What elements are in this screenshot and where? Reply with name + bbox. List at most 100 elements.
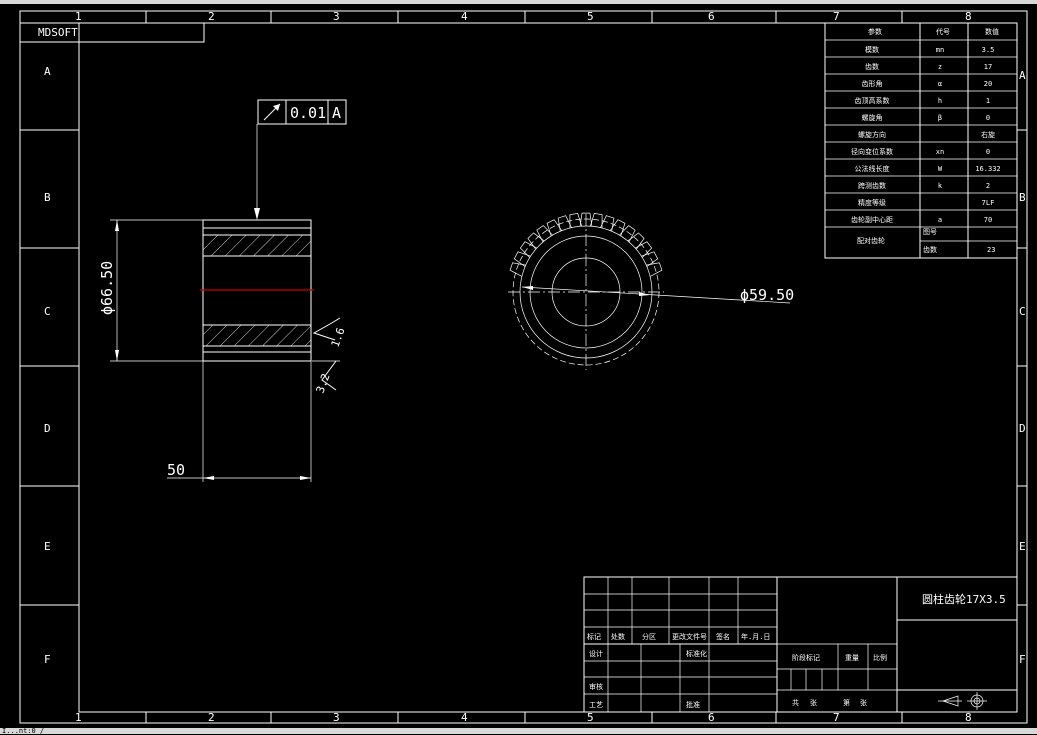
param-cell-r10-c1: a — [938, 216, 942, 224]
param-cell-r5-c0: 螺旋方向 — [858, 130, 886, 139]
gear-dim-leader — [521, 286, 791, 304]
tb-header-docno: 更改文件号 — [672, 632, 707, 641]
tb-check: 审核 — [589, 682, 603, 691]
tb-scale: 比例 — [873, 653, 887, 662]
tb-approve: 批准 — [686, 700, 700, 709]
window-top-bar — [0, 0, 1037, 4]
param-cell-r2-c2: 20 — [984, 80, 992, 88]
row-left-e: E — [44, 540, 51, 553]
roughness-symbol-2: 3.2 — [312, 360, 340, 395]
param-cell-r7-c1: W — [938, 165, 943, 173]
tolerance-frame — [257, 99, 347, 125]
tb-header-count: 处数 — [611, 632, 625, 641]
param-cell-r6-c0: 径向变位系数 — [851, 147, 893, 156]
top-zone-ticks — [145, 11, 903, 23]
hub-circle — [529, 235, 643, 349]
gear-tooth — [569, 213, 583, 228]
section-view[interactable]: 50 ϕ66.50 0.01 A 1.6 3.2 — [98, 99, 348, 482]
gear-tooth — [527, 232, 545, 250]
row-left-b: B — [44, 191, 51, 204]
param-cell-r10-c2: 70 — [984, 216, 992, 224]
width-dim-text: 50 — [167, 461, 185, 479]
col-top-5: 5 — [587, 10, 594, 23]
param-cell-r3-c2: 1 — [986, 97, 990, 105]
param-cell-r8-c2: 2 — [986, 182, 990, 190]
tb-header-zone: 分区 — [642, 632, 656, 641]
gear-tooth — [609, 219, 626, 237]
drawing-frame — [19, 10, 1028, 724]
param-cell-r2-c0: 齿形角 — [862, 79, 883, 88]
tb-weight: 重量 — [845, 654, 859, 662]
gear-tooth — [513, 251, 531, 267]
hatch-top — [202, 234, 312, 257]
col-top-3: 3 — [333, 10, 340, 23]
row-left-a: A — [44, 65, 51, 78]
hatch-bottom — [202, 324, 312, 347]
diameter-dim-text: ϕ66.50 — [98, 261, 116, 315]
param-cell-r0-c2: 3.5 — [982, 46, 995, 54]
tolerance-value: 0.01 — [290, 104, 326, 122]
param-cell-r4-c0: 螺旋角 — [862, 113, 883, 122]
param-cell-r6-c1: xn — [936, 148, 944, 156]
zone-labels: 1 2 3 4 5 6 7 8 1 2 3 4 5 6 7 8 A B C D … — [38, 10, 1026, 724]
param-cell-r0-c0: 模数 — [865, 45, 879, 54]
col-top-4: 4 — [461, 10, 468, 23]
left-zone-ticks — [20, 129, 79, 606]
gear-tooth — [536, 225, 553, 243]
tb-stage: 阶段标记 — [792, 653, 820, 662]
tb-header-mark: 标记 — [587, 632, 601, 641]
param-cell-r2-c1: α — [938, 80, 942, 88]
col-bottom-4: 4 — [461, 711, 468, 724]
tb-header-date: 年.月.日 — [741, 632, 770, 641]
row-right-d: D — [1019, 422, 1026, 435]
gear-tooth — [519, 241, 537, 258]
param-cell-r8-c0: 跨测齿数 — [858, 181, 886, 190]
row-left-c: C — [44, 305, 51, 318]
gear-tooth — [557, 215, 572, 232]
gear-tooth — [635, 241, 653, 258]
col-bottom-5: 5 — [587, 711, 594, 724]
param-cell-r3-c0: 齿顶高系数 — [855, 96, 890, 105]
projection-symbol-icon — [938, 692, 987, 710]
col-bottom-7: 7 — [833, 711, 840, 724]
param-cell-r1-c0: 齿数 — [865, 62, 879, 71]
gear-tooth — [641, 251, 659, 267]
param-cell-r7-c2: 16.332 — [975, 165, 1000, 173]
col-bottom-8: 8 — [965, 711, 972, 724]
col-bottom-2: 2 — [208, 711, 215, 724]
col-bottom-1: 1 — [75, 711, 82, 724]
param-header-code: 代号 — [936, 27, 950, 36]
tb-design: 设计 — [589, 649, 603, 658]
part-name: 圆柱齿轮17X3.5 — [922, 592, 1006, 606]
row-right-a: A — [1019, 69, 1026, 82]
gear-tooth — [509, 262, 526, 277]
svg-text:3.2: 3.2 — [314, 372, 333, 395]
param-cell-r1-c2: 17 — [984, 63, 992, 71]
row-right-b: B — [1019, 191, 1026, 204]
param-cell-r6-c2: 0 — [986, 148, 990, 156]
gear-tooth — [619, 225, 636, 243]
command-line[interactable]: I...nt:0 / — [2, 727, 45, 735]
tolerance-datum: A — [332, 104, 341, 122]
col-top-2: 2 — [208, 10, 215, 23]
param-cell-r8-c1: k — [938, 182, 943, 190]
row-left-f: F — [44, 653, 51, 666]
tb-sheet-unit1: 张 — [810, 698, 817, 707]
gear-tooth — [579, 212, 593, 227]
row-right-c: C — [1019, 305, 1026, 318]
param-cell-r9-c0: 精度等级 — [858, 198, 886, 207]
right-zone-ticks — [1017, 129, 1027, 606]
logo-text: MDSOFT — [38, 26, 78, 39]
tb-header-sign: 签名 — [716, 632, 730, 641]
param-cell-r3-c1: h — [938, 97, 942, 105]
tb-process: 工艺 — [589, 701, 603, 709]
col-top-7: 7 — [833, 10, 840, 23]
gear-front-view[interactable]: ϕ59.50 — [508, 212, 794, 370]
param-header-name: 参数 — [868, 27, 882, 36]
gear-tooth — [646, 262, 663, 277]
param-cell-r9-c2: 7LF — [982, 199, 995, 207]
col-top-6: 6 — [708, 10, 715, 23]
status-bar — [0, 728, 1037, 734]
